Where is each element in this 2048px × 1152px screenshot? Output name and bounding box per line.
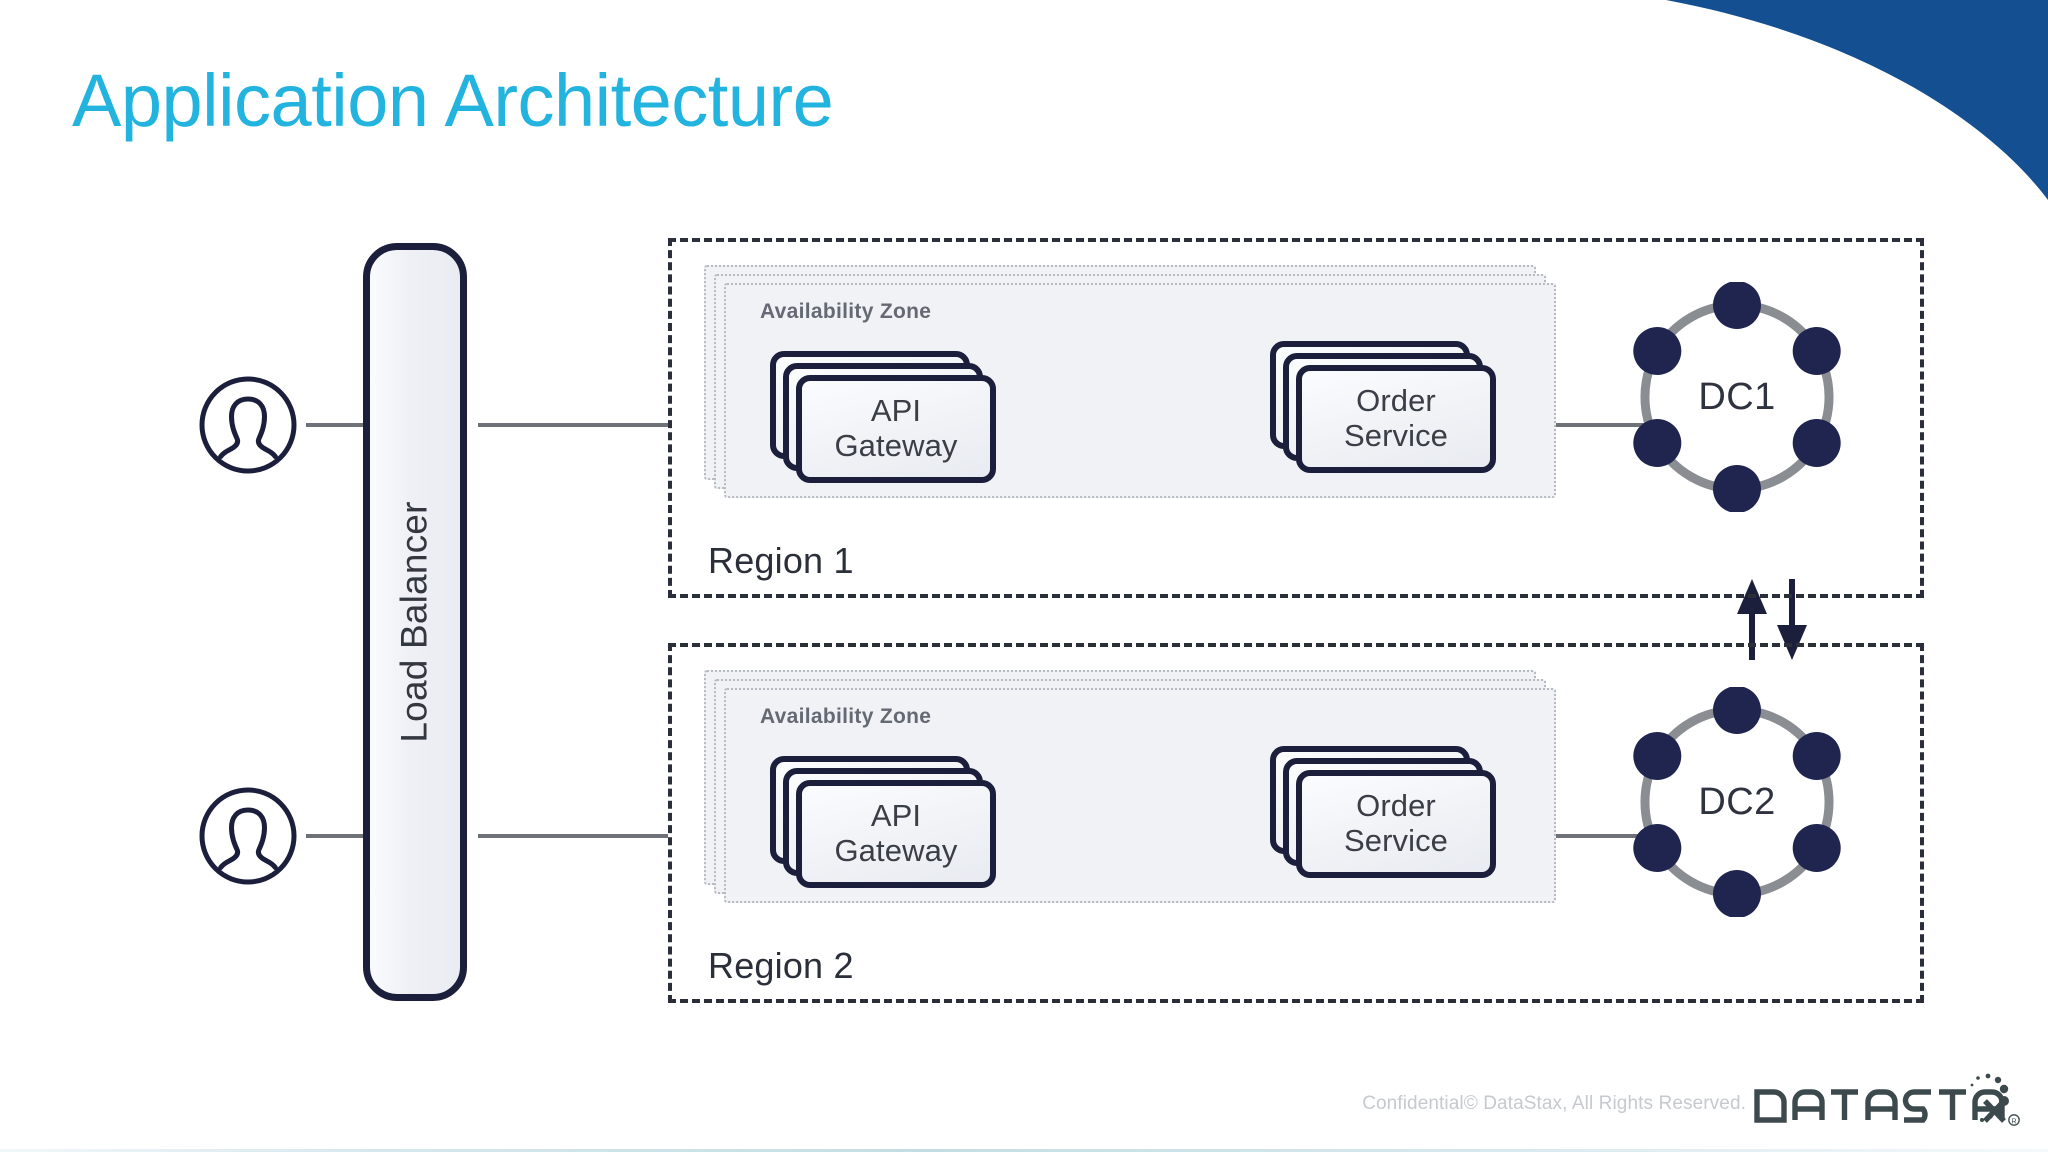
- region-label: Region 1: [708, 540, 854, 581]
- datastax-dot-swirl: [1970, 1073, 2009, 1122]
- service-label: Order Service: [1343, 788, 1449, 858]
- confidentiality-notice: Confidential© DataStax, All Rights Reser…: [1362, 1093, 1746, 1114]
- service-label: API Gateway: [834, 798, 958, 868]
- datacenter-node: [1633, 281, 1841, 513]
- region-container-1: Region 1: [668, 238, 1924, 598]
- service-node-order-service-region-1: Order Service: [1270, 341, 1496, 473]
- service-node-api-gateway-region-2: API Gateway: [770, 756, 996, 888]
- datacenter-label: DC1: [1698, 375, 1776, 418]
- bottom-accent-rule: [0, 1149, 2048, 1152]
- datacenter-node: [1633, 686, 1841, 918]
- service-label-line2: Gateway: [834, 833, 958, 868]
- service-replica-card: API Gateway: [796, 780, 996, 888]
- service-label-line2: Service: [1343, 418, 1449, 453]
- service-label-line1: Order: [1356, 383, 1436, 419]
- service-replica-card: Order Service: [1296, 365, 1496, 473]
- service-node-order-service-region-2: Order Service: [1270, 746, 1496, 878]
- load-balancer-label: Load Balancer: [394, 501, 436, 743]
- datacenter-label: DC2: [1698, 780, 1776, 823]
- user-circle-icon: [196, 784, 300, 888]
- service-label: API Gateway: [834, 393, 958, 463]
- datacenter-ring-dc2: DC2: [1622, 686, 1852, 918]
- availability-zone-label: Availability Zone: [760, 705, 932, 728]
- service-label-line1: API: [870, 798, 922, 834]
- svg-text:R: R: [2011, 1118, 2016, 1125]
- service-node-api-gateway-region-1: API Gateway: [770, 351, 996, 483]
- service-label-line1: API: [870, 393, 922, 429]
- user-circle-icon: [196, 373, 300, 477]
- page-title: Application Architecture: [72, 59, 834, 142]
- service-label-line1: Order: [1356, 788, 1436, 824]
- service-label: Order Service: [1343, 383, 1449, 453]
- service-replica-card: Order Service: [1296, 770, 1496, 878]
- service-replica-card: API Gateway: [796, 375, 996, 483]
- availability-zone-label: Availability Zone: [760, 300, 932, 323]
- service-label-line2: Gateway: [834, 428, 958, 463]
- datastax-logo: R: [1752, 1068, 2020, 1130]
- load-balancer-node: Load Balancer: [363, 243, 467, 1001]
- region-label: Region 2: [708, 945, 854, 986]
- service-label-line2: Service: [1343, 823, 1449, 858]
- region-container-2: Region 2: [668, 643, 1924, 1003]
- datacenter-ring-dc1: DC1: [1622, 281, 1852, 513]
